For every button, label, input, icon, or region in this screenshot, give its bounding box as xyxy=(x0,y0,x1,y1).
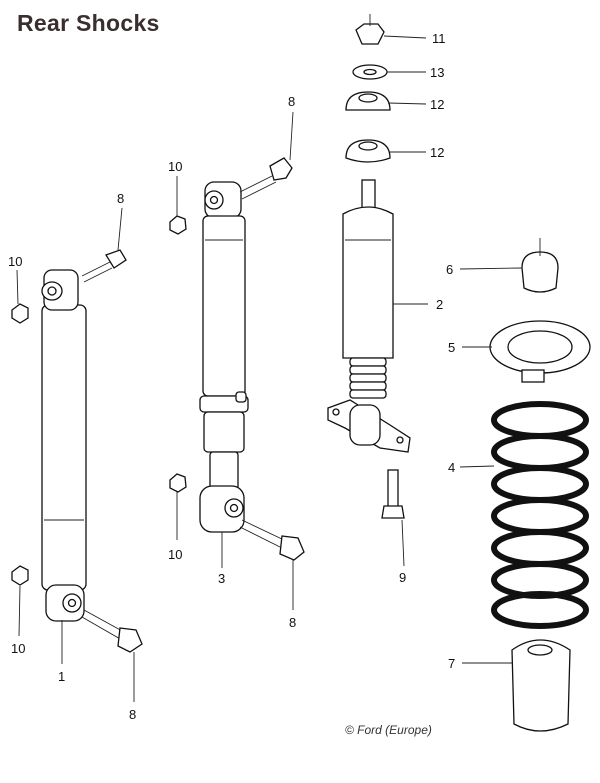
callout-6: 6 xyxy=(446,262,453,277)
callout-9: 9 xyxy=(399,570,406,585)
bolt-upper-mid xyxy=(239,157,293,200)
coil-spring xyxy=(491,401,589,629)
callout-3: 3 xyxy=(218,571,225,586)
callout-7: 7 xyxy=(448,656,455,671)
bolt-lower-left xyxy=(81,609,143,653)
callout-4: 4 xyxy=(448,460,455,475)
callout-12-upper: 12 xyxy=(430,97,444,112)
callout-8-lower-mid: 8 xyxy=(289,615,296,630)
callout-10-lower-mid: 10 xyxy=(168,547,182,562)
callout-8-upper-mid: 8 xyxy=(288,94,295,109)
bolt-shock-2 xyxy=(381,469,405,519)
insulator-upper xyxy=(345,91,391,111)
nut-top xyxy=(355,23,385,45)
boot xyxy=(511,639,571,732)
bolt-upper-left xyxy=(81,249,127,283)
callout-8-upper-left: 8 xyxy=(117,191,124,206)
callout-11: 11 xyxy=(432,31,446,46)
page-title: Rear Shocks xyxy=(17,10,160,36)
copyright-text: © Ford (Europe) xyxy=(345,723,432,737)
callout-13: 13 xyxy=(430,65,444,80)
callout-12-lower: 12 xyxy=(430,145,444,160)
callout-5: 5 xyxy=(448,340,455,355)
callout-10-lower-left: 10 xyxy=(11,641,25,656)
nut-upper-mid xyxy=(169,215,187,235)
shock-absorber-1 xyxy=(41,269,87,622)
leader-lines xyxy=(16,35,523,702)
shock-absorber-3 xyxy=(199,181,249,533)
callout-2: 2 xyxy=(436,297,443,312)
insulator-lower xyxy=(345,139,391,163)
shock-absorber-2 xyxy=(327,179,411,453)
nut-lower-left xyxy=(11,565,29,586)
bump-stop xyxy=(521,238,559,293)
spring-seat xyxy=(489,320,591,383)
callout-10-upper-mid: 10 xyxy=(168,159,182,174)
washer-top xyxy=(352,64,388,80)
bolt-lower-mid xyxy=(239,519,305,561)
nut-lower-mid xyxy=(169,473,187,493)
callout-1: 1 xyxy=(58,669,65,684)
callout-10-upper-left: 10 xyxy=(8,254,22,269)
callout-8-lower-left: 8 xyxy=(129,707,136,722)
nut-upper-left xyxy=(11,303,29,324)
